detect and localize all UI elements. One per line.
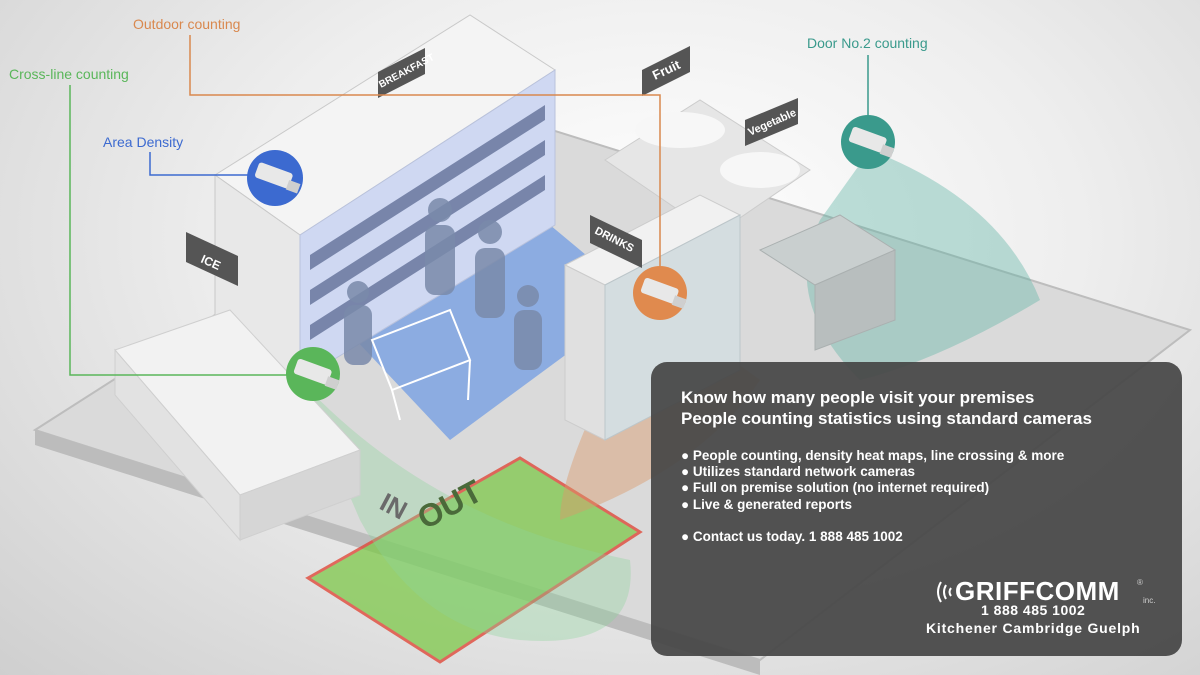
camera-outdoor	[633, 266, 687, 320]
headline-statistics: People counting statistics using standar…	[681, 409, 1092, 428]
area-density-leader-line	[149, 152, 250, 176]
cross-line-counting-label: Cross-line counting	[9, 66, 129, 82]
shopping-cart	[370, 308, 472, 421]
camera-door2	[841, 115, 895, 169]
feature-item: ● Live & generated reports	[681, 496, 852, 512]
door2-counting-label: Door No.2 counting	[807, 35, 928, 51]
cross-line-leader-line	[69, 85, 295, 376]
info-panel: Know how many people visit your premises…	[651, 362, 1182, 656]
outdoor-leader-line	[189, 35, 661, 268]
fridge-side	[564, 264, 606, 441]
checkout-front	[814, 249, 896, 351]
logo-phone: 1 888 485 1002	[981, 602, 1086, 618]
cross-line-beam	[300, 380, 631, 641]
area-density-label: Area Density	[103, 134, 184, 150]
vegetable-pile	[720, 152, 800, 188]
outdoor-counting-label: Outdoor counting	[133, 16, 241, 32]
logo-registered-mark: ®	[1137, 578, 1143, 587]
sign-ice: ICE	[186, 232, 238, 286]
camera-area-density	[247, 150, 303, 206]
feature-item: ● People counting, density heat maps, li…	[681, 448, 1065, 463]
freezer-front	[239, 449, 361, 541]
sign-drinks: DRINKS	[590, 215, 642, 268]
logo-wordmark: GRIFFCOMM	[955, 576, 1120, 606]
sign-vegetable: Vegetable	[745, 98, 798, 146]
camera-cross-line	[286, 347, 340, 401]
shoppers	[344, 198, 542, 370]
logo-cities: Kitchener Cambridge Guelph	[926, 620, 1141, 636]
signal-waves-icon	[937, 581, 952, 603]
in-out-zone	[305, 456, 643, 664]
feature-item: ● Full on premise solution (no internet …	[681, 480, 990, 496]
feature-list: ● People counting, density heat maps, li…	[681, 448, 1064, 513]
contact-line: ● Contact us today. 1 888 485 1002	[681, 529, 903, 544]
feature-item: ● Utilizes standard network cameras	[681, 464, 915, 480]
headline-visitors: Know how many people visit your premises	[681, 388, 1035, 407]
sign-fruit: Fruit	[642, 46, 690, 96]
griffcomm-logo: GRIFFCOMM ® inc.	[933, 576, 1155, 608]
fruit-pile	[635, 112, 725, 148]
logo-inc: inc.	[1143, 596, 1156, 605]
